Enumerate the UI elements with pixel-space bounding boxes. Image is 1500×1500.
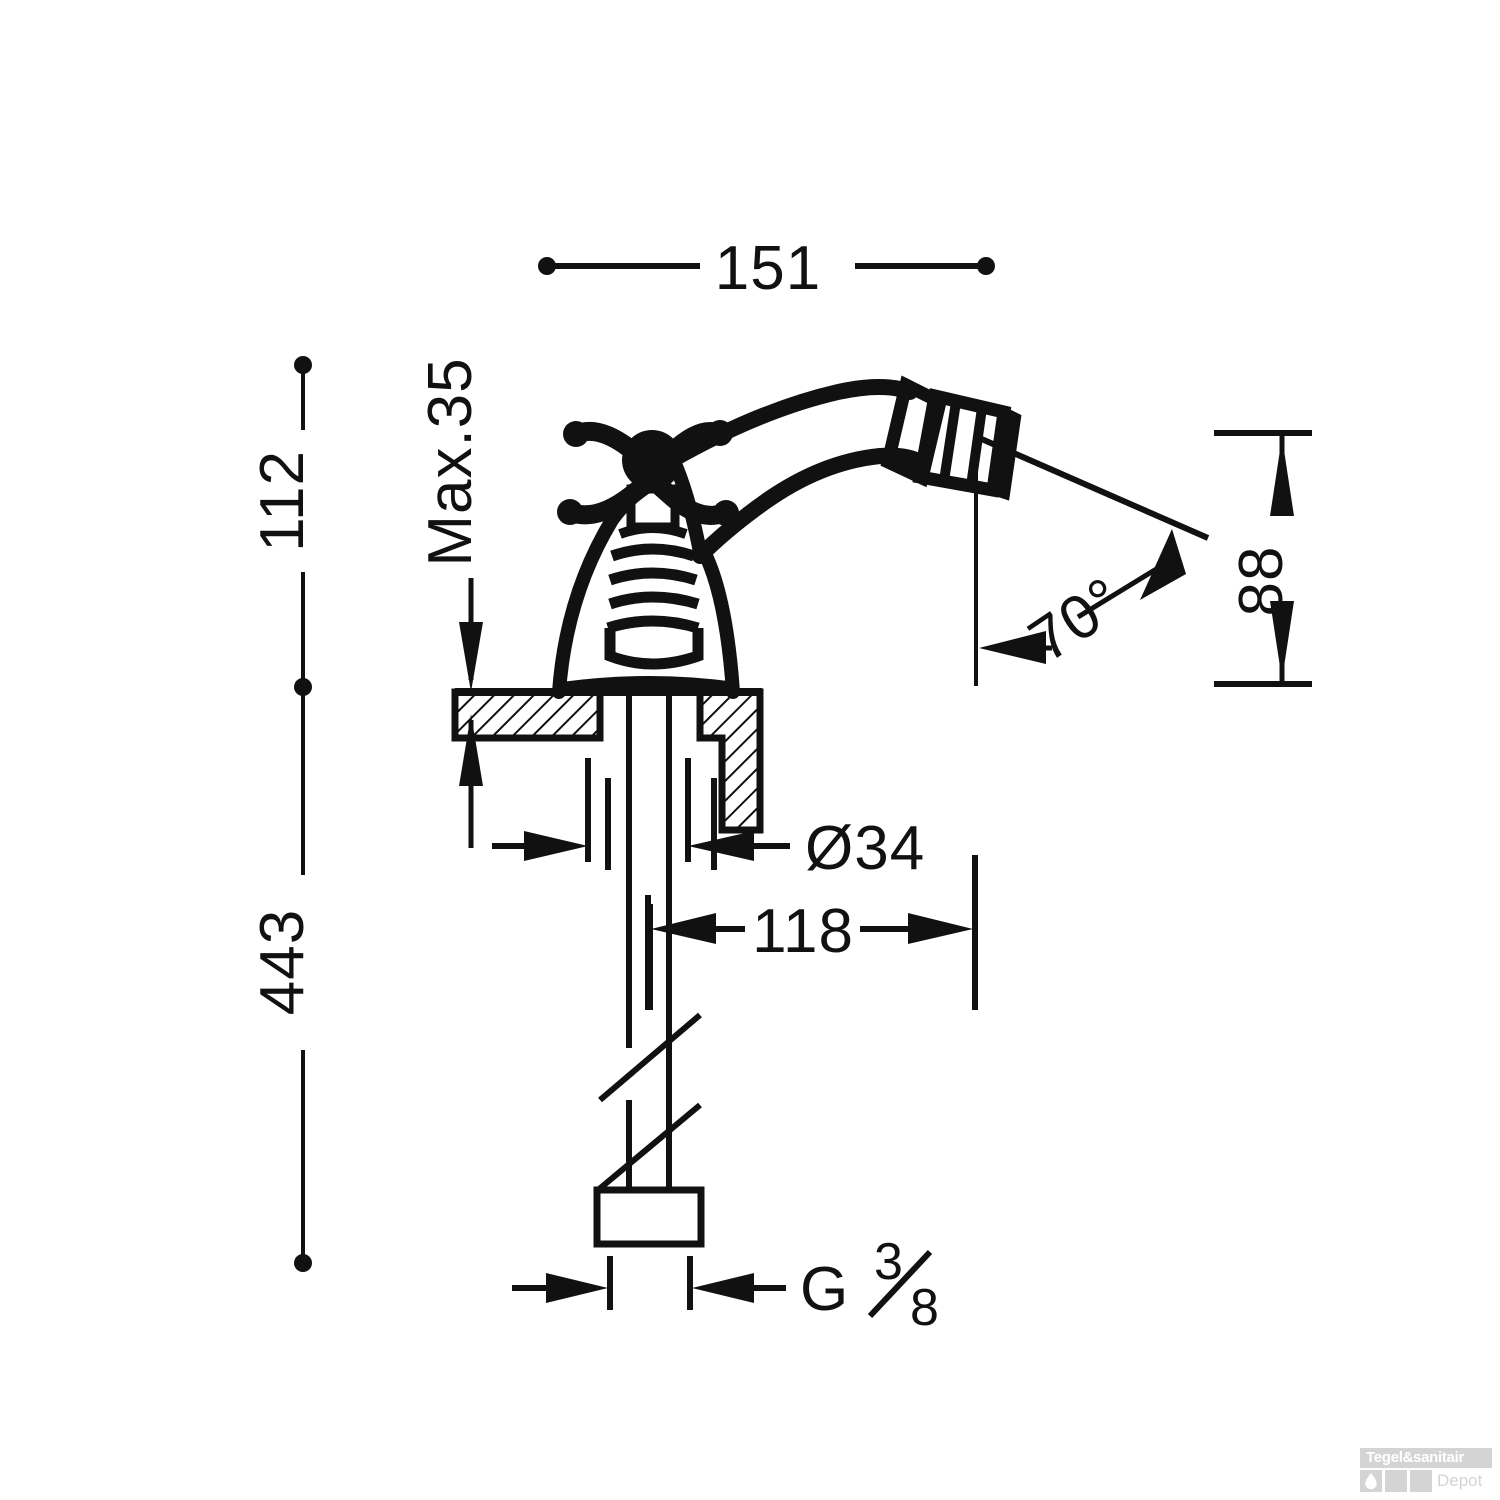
dimension-88: 88 (1214, 430, 1312, 687)
handle-tip-lower-left (557, 499, 583, 525)
dim-d34-arrow-right (688, 831, 754, 861)
cartridge-ring-1 (618, 523, 688, 539)
dim-118-arrow-right (908, 913, 973, 944)
cartridge-ring-2 (610, 543, 696, 562)
angle-arrow-lower (979, 631, 1046, 664)
watermark-brand-line1: Tegel&sanitair (1360, 1448, 1492, 1468)
handle-tip-upper-left (563, 421, 589, 447)
tap-cartridge-stack (604, 484, 704, 670)
shank-break-line-lower (596, 1102, 702, 1193)
aerator-rib-2 (966, 407, 987, 487)
watermark-brand-row2: Depot (1360, 1470, 1492, 1492)
watermark-square-drop (1360, 1470, 1382, 1492)
counter-slab-left (451, 688, 604, 742)
aerator-cap (991, 407, 1022, 501)
dim-88-arrow-top (1270, 437, 1294, 516)
dim-max35-upper-arrow (459, 622, 483, 692)
angle-arrow-line-upper (1076, 565, 1160, 620)
dim-g38-arrow-right (692, 1273, 754, 1303)
cartridge-ring-3 (608, 567, 698, 586)
dim-d34-arrow-left (524, 831, 588, 861)
dim-118-arrow-left (651, 913, 716, 944)
watermark-square-2 (1385, 1470, 1407, 1492)
aerator-rib-1 (939, 401, 961, 482)
tap-spout (664, 379, 928, 564)
cartridge-ring-4 (608, 591, 700, 610)
spout-upper-contour (664, 379, 918, 468)
dimension-diameter-34: Ø34 (492, 758, 925, 883)
dimension-thread-g38: G 3 8 (512, 1233, 939, 1337)
dim-g38-fraction-slash (867, 1249, 933, 1319)
spout-neck-joint (669, 463, 707, 554)
cartridge-ring-5 (606, 615, 700, 634)
dim-max35-label: Max.35 (416, 357, 485, 566)
dim-max35-lower-arrow (459, 714, 483, 786)
body-left-contour (552, 479, 655, 699)
dim-g38-arrow-left (546, 1273, 608, 1303)
shank-break-line-upper (598, 1012, 702, 1103)
water-drop-icon (1365, 1473, 1377, 1490)
body-base-edge (561, 676, 736, 694)
dim-g38-numerator: 3 (874, 1233, 903, 1291)
dim-112-label: 112 (248, 450, 317, 552)
spout-lower-contour (692, 447, 928, 564)
dim-88-arrow-bottom (1270, 601, 1294, 680)
dim-151-label: 151 (715, 234, 821, 303)
tap-aerator-outlet (880, 375, 1022, 501)
watermark-square-3 (1410, 1470, 1432, 1492)
watermark-brand-line2: Depot (1437, 1471, 1483, 1490)
handle-hub (622, 430, 682, 490)
dim-118-label: 118 (752, 897, 854, 966)
dim-88-label: 88 (1227, 546, 1296, 617)
dim-d34-label: Ø34 (805, 814, 925, 883)
dimension-118: 118 (645, 855, 978, 1010)
watermark-logo: Tegel&sanitair Depot (1360, 1448, 1492, 1492)
mounting-counter-section (451, 688, 764, 834)
shank-tail-block (593, 1186, 705, 1248)
dimension-max-35: Max.35 (416, 357, 485, 848)
dimension-151: 151 (538, 234, 995, 303)
dim-443-label: 443 (248, 909, 317, 1015)
dim-g38-label-g: G (800, 1255, 849, 1324)
dimension-112-443-chain: 112 443 (248, 356, 317, 1272)
angle-arrow-upper (1140, 529, 1186, 600)
dim-g38-denominator: 8 (910, 1279, 939, 1337)
cartridge-base-collar (604, 628, 704, 670)
